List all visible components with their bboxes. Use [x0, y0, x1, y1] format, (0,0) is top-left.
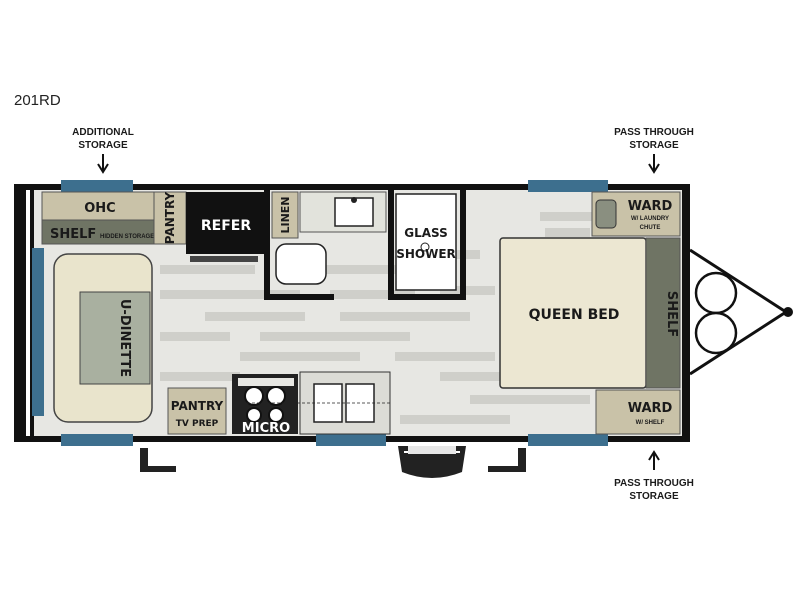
window-bottom-left — [61, 434, 133, 446]
pantry-top-label: PANTRY — [163, 191, 177, 244]
wall-front — [682, 184, 690, 442]
ohc-label: OHC — [84, 201, 115, 216]
bath-wall-bottom — [264, 294, 334, 300]
refer-label: REFER — [201, 218, 251, 234]
ward-bottom-label: WARD — [628, 401, 673, 416]
shower-label-2: SHOWER — [396, 247, 456, 261]
shower-wall-right — [460, 190, 466, 300]
shelf-right — [645, 237, 681, 389]
window-top-right — [528, 180, 608, 192]
bath-wall-mid — [388, 190, 394, 300]
linen-label: LINEN — [279, 196, 292, 233]
dinette-table — [79, 291, 151, 385]
bath-wall-left — [264, 190, 270, 300]
shelf-left-label: SHELF — [50, 227, 96, 242]
pantry-bottom — [167, 387, 227, 435]
shower-label-1: GLASS — [404, 226, 448, 240]
ward-top-sub-1: W/ LAUNDRY — [631, 216, 669, 222]
ward-top-label: WARD — [628, 199, 673, 214]
glass-shower — [395, 193, 457, 291]
wall-rear — [14, 184, 26, 442]
wardrobe-top — [591, 191, 681, 237]
burner-icon — [266, 386, 286, 406]
stabilizer-left — [140, 448, 176, 472]
pantry-top — [153, 191, 187, 245]
ward-top-sub-2: CHUTE — [640, 225, 661, 231]
propane-tank — [694, 271, 738, 315]
shower-drain-icon — [420, 242, 430, 252]
arrow-up-icon — [648, 450, 660, 470]
callout-additional-storage-1: ADDITIONAL — [72, 127, 134, 138]
hidden-storage-label: HIDDEN STORAGE — [100, 234, 154, 240]
arrow-down-icon — [648, 154, 660, 174]
queen-bed-label: QUEEN BED — [529, 307, 620, 323]
pantry-bottom-label: PANTRY — [171, 399, 224, 413]
callout-pass-through-top-1: PASS THROUGH — [614, 127, 694, 138]
micro-label: MICRO — [242, 421, 290, 436]
stabilizer-right — [488, 448, 526, 472]
wall-top — [24, 184, 688, 190]
window-bottom-right — [528, 434, 608, 446]
burner-icon — [246, 407, 262, 423]
propane-tank — [694, 311, 738, 355]
burner-icon — [244, 386, 264, 406]
ward-bottom-sub: W/ SHELF — [636, 420, 665, 426]
refrigerator — [186, 192, 266, 254]
wardrobe-bottom — [595, 389, 681, 435]
shelf-left — [41, 219, 155, 245]
shower-wall-bottom — [394, 294, 464, 300]
ohc-cabinet — [41, 191, 155, 221]
hitch-coupler — [783, 307, 793, 317]
toilet — [275, 243, 327, 285]
u-dinette-label: U-DINETTE — [117, 299, 132, 377]
callout-pass-through-bottom-2: STORAGE — [629, 491, 679, 502]
model-number: 201RD — [14, 92, 61, 109]
window-rear — [32, 248, 44, 416]
linen-cabinet — [271, 191, 299, 239]
window-top-left — [61, 180, 133, 192]
burner-icon — [268, 407, 284, 423]
faucet-icon — [351, 197, 357, 203]
window-bottom-mid — [316, 434, 386, 446]
hitch-frame — [689, 248, 789, 376]
callout-pass-through-bottom-1: PASS THROUGH — [614, 478, 694, 489]
shelf-right-label: SHELF — [664, 291, 679, 337]
arrow-down-icon — [97, 154, 109, 174]
callout-pass-through-top-2: STORAGE — [629, 140, 679, 151]
laundry-chute — [595, 199, 617, 229]
tv-prep-label: TV PREP — [176, 419, 219, 429]
callout-additional-storage-2: STORAGE — [78, 140, 128, 151]
